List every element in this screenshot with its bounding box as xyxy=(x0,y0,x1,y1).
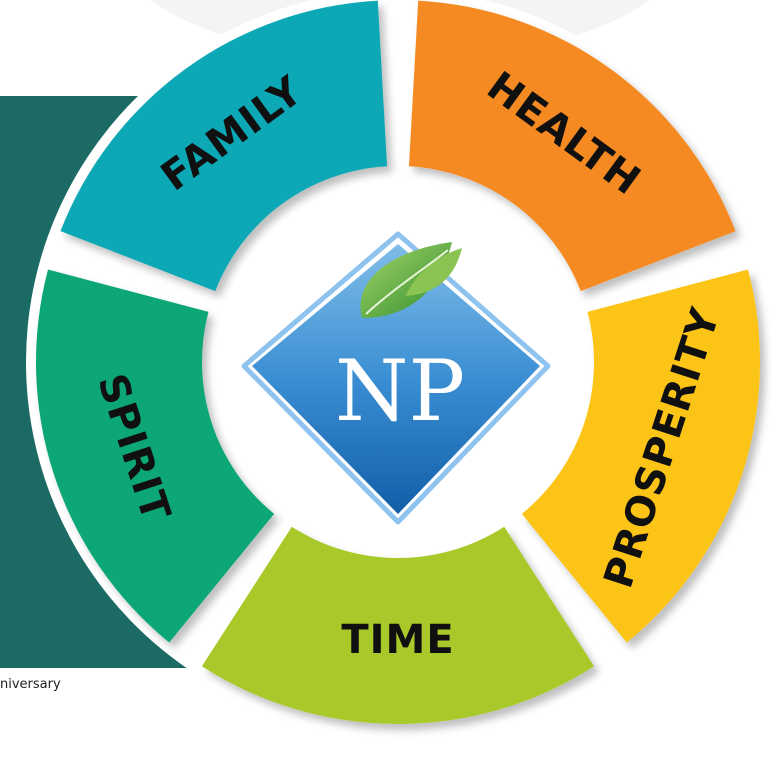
leaf-vein xyxy=(365,249,449,315)
np-logo: NP xyxy=(241,231,551,525)
segment-spirit xyxy=(35,269,275,643)
segments xyxy=(35,0,760,724)
segment-prosperity xyxy=(521,269,760,643)
segment-time xyxy=(201,526,595,724)
segment-family xyxy=(60,0,388,292)
logo-text: NP xyxy=(335,342,465,440)
leaf-small-icon xyxy=(405,248,462,296)
label-time: TIME xyxy=(341,617,454,663)
footer-caption: niversary xyxy=(0,677,61,692)
segment-health xyxy=(408,0,736,292)
logo-diamond-outline xyxy=(241,231,551,525)
logo-diamond xyxy=(252,244,540,514)
